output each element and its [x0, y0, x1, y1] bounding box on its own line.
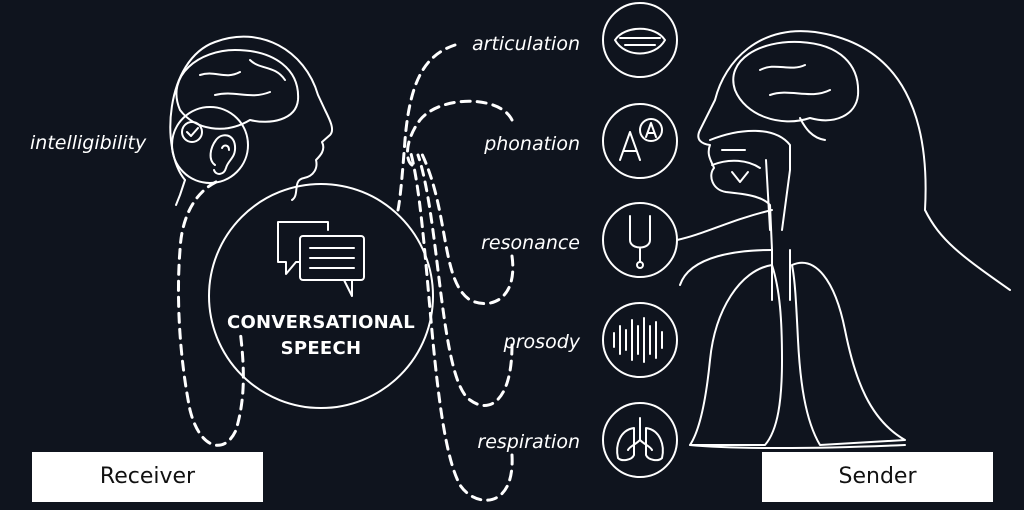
center-circle	[208, 183, 434, 409]
receiver-head-outline	[169, 35, 334, 206]
sender-brain	[732, 40, 860, 141]
label-intelligibility: intelligibility	[30, 132, 147, 154]
center-title-line1: CONVERSATIONAL	[226, 312, 416, 333]
receiver-brain	[175, 49, 300, 130]
tuning-fork-icon	[602, 202, 678, 278]
ear-check-icon	[171, 106, 249, 184]
receiver-box: Receiver	[32, 452, 263, 502]
sender-body-outline	[679, 30, 1011, 291]
lungs-icon	[602, 402, 678, 478]
label-prosody: prosody	[503, 331, 580, 353]
sound-wave-icon	[602, 302, 678, 378]
dashed-path-articulation	[396, 43, 457, 212]
label-resonance: resonance	[481, 232, 580, 254]
sender-box: Sender	[762, 452, 993, 502]
mouth-icon	[602, 2, 678, 78]
label-phonation: phonation	[484, 133, 580, 155]
dashed-path-receiver	[176, 180, 245, 447]
resonance-connector	[676, 209, 773, 241]
chat-bubbles-icon	[277, 221, 365, 297]
dashed-path-phonation	[406, 99, 514, 167]
letter-a-icon	[602, 103, 678, 179]
center-title: CONVERSATIONAL SPEECH	[212, 310, 430, 362]
center-title-line2: SPEECH	[280, 338, 362, 359]
dashed-path-respiration	[408, 148, 514, 502]
dashed-path-prosody	[416, 153, 514, 407]
label-articulation: articulation	[472, 33, 580, 55]
sender-lungs	[689, 249, 906, 450]
sender-vocal-tract	[709, 129, 791, 231]
dashed-path-resonance	[418, 148, 515, 305]
label-respiration: respiration	[477, 431, 580, 453]
